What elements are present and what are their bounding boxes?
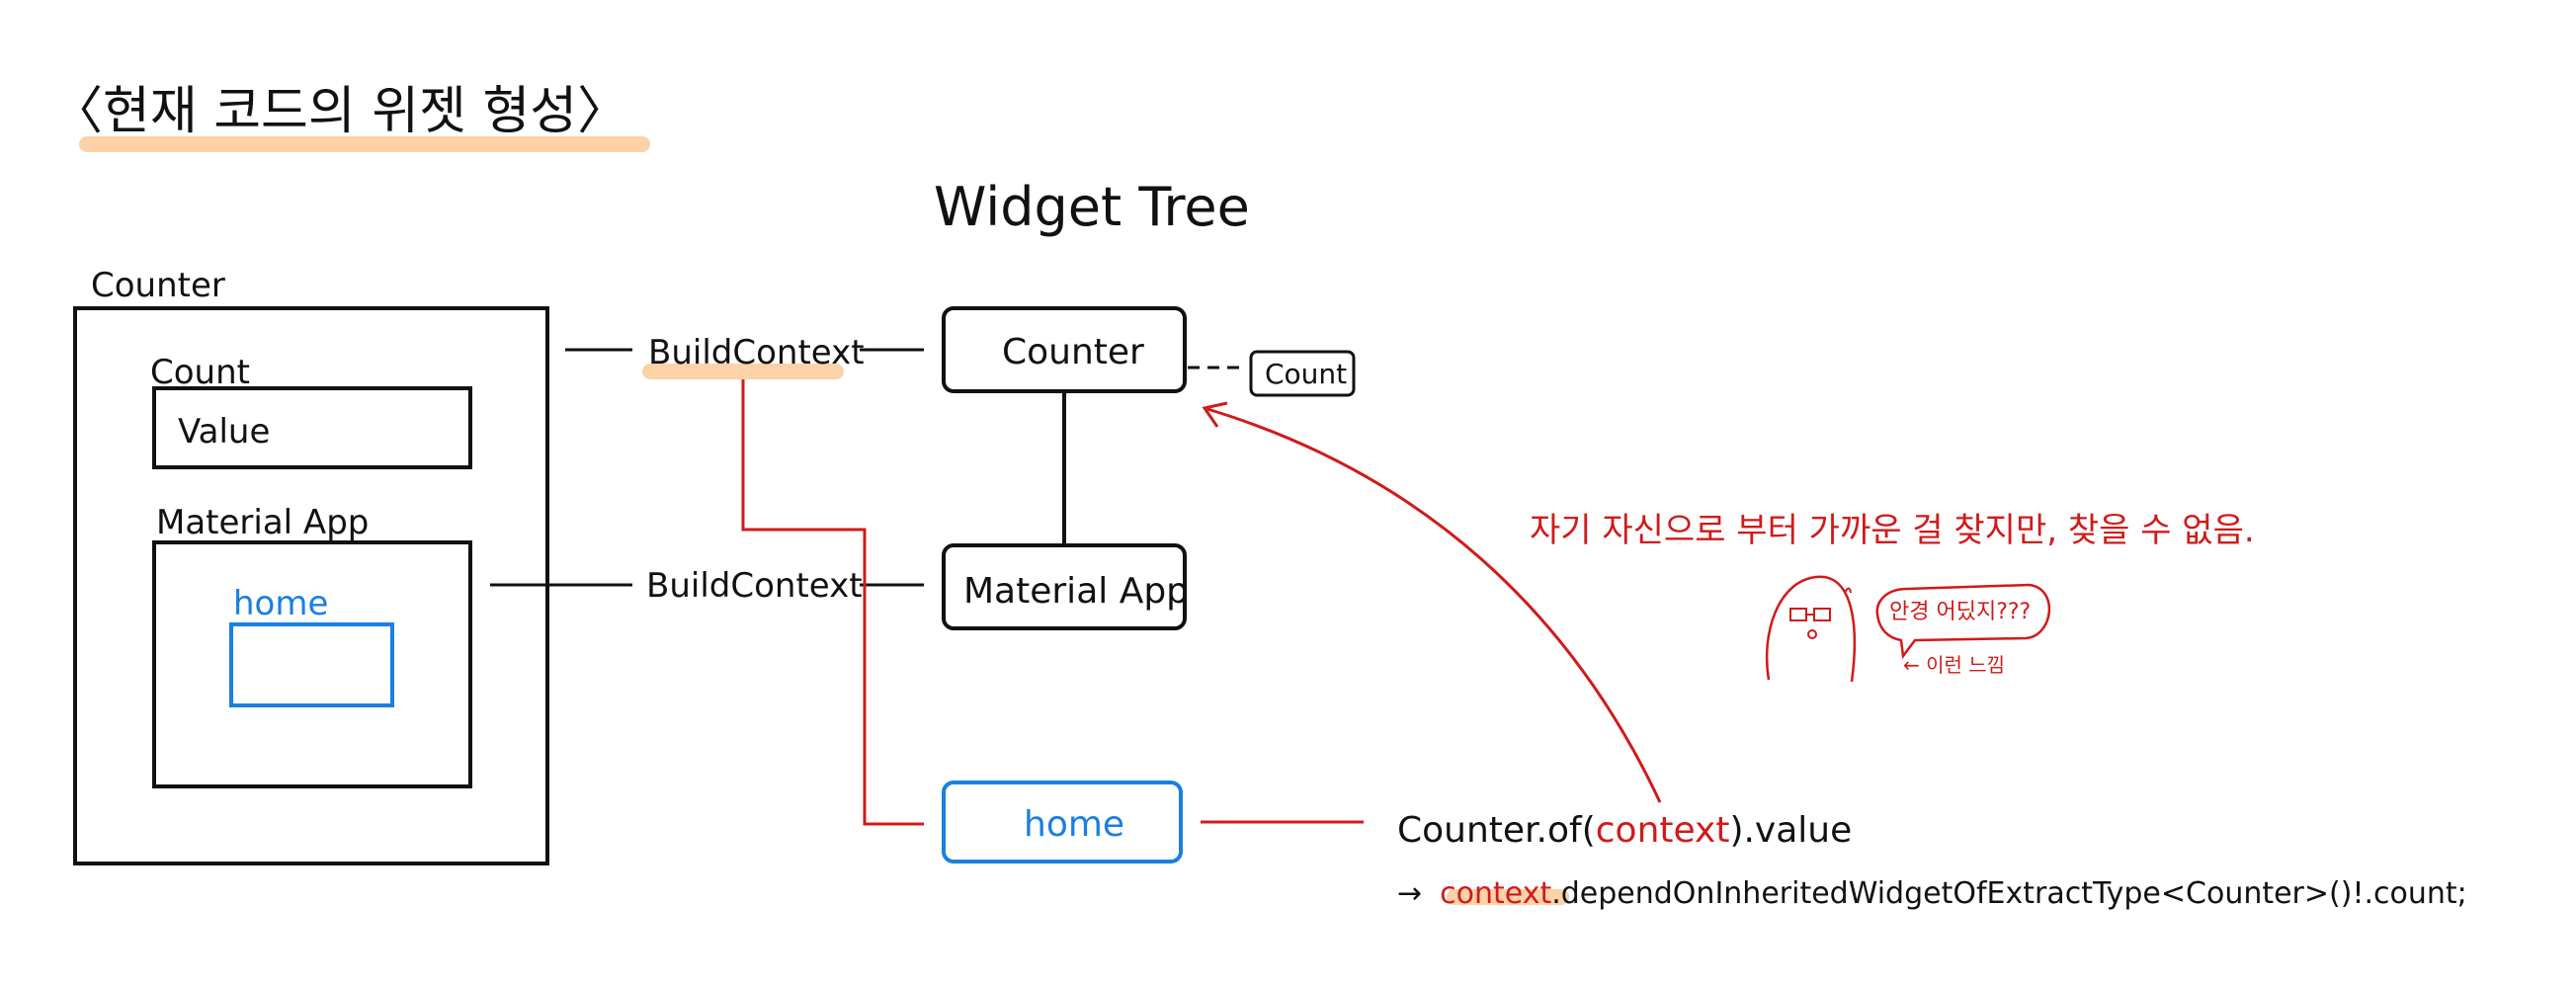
tree-count-label: Count [1265, 358, 1347, 390]
code-line-1-context: context [1596, 810, 1730, 851]
lookup-note: 자기 자신으로 부터 가까운 걸 찾지만, 찾을 수 없음. [1530, 511, 2255, 550]
tree-heading: Widget Tree [934, 176, 1250, 238]
code-line-2-highlight [1447, 889, 1569, 905]
lookup-arrow-head [1202, 401, 1228, 428]
tree-count-box [1249, 350, 1356, 397]
code-line-1: Counter.of(context).value [1397, 810, 1852, 851]
tree-home-label: home [1024, 804, 1124, 845]
title-highlight [79, 136, 650, 152]
material-app-label: Material App [156, 503, 369, 542]
tree-home-box [942, 781, 1183, 864]
lookup-arrow [1206, 407, 1662, 803]
tree-counter-label: Counter [1002, 332, 1144, 372]
code-arrow: → [1397, 876, 1422, 911]
home-label: home [233, 584, 328, 623]
tree-material-app-box [942, 543, 1187, 630]
home-box [229, 622, 394, 707]
value-label: Value [178, 412, 270, 452]
count-label: Count [150, 353, 250, 392]
buildcontext-1-label: BuildContext [648, 333, 865, 372]
speech-bubble-text: 안경 어딨지??? [1889, 600, 2031, 624]
page-title: 〈현재 코드의 위젯 형성〉 [51, 82, 628, 141]
confused-face-doodle [1765, 575, 1857, 683]
code-line-2-suffix: .dependOnInheritedWidgetOfExtractType<Co… [1551, 876, 2467, 911]
code-line-1-suffix: ).value [1729, 810, 1852, 851]
code-line-2-context: context [1440, 876, 1551, 911]
code-line-1-prefix: Counter.of( [1397, 810, 1596, 851]
code-line-2: → context.dependOnInheritedWidgetOfExtrac… [1397, 876, 2467, 911]
material-app-box [152, 540, 472, 788]
value-box [152, 386, 472, 469]
speech-bubble-caption: ← 이런 느낌 [1903, 653, 2005, 677]
buildcontext-2-label: BuildContext [646, 566, 863, 606]
outer-counter-label: Counter [91, 266, 225, 305]
tree-material-app-label: Material App [963, 571, 1189, 612]
speech-bubble [1875, 583, 2051, 660]
buildcontext-1-highlight [642, 364, 844, 379]
red-context-path [741, 379, 924, 826]
